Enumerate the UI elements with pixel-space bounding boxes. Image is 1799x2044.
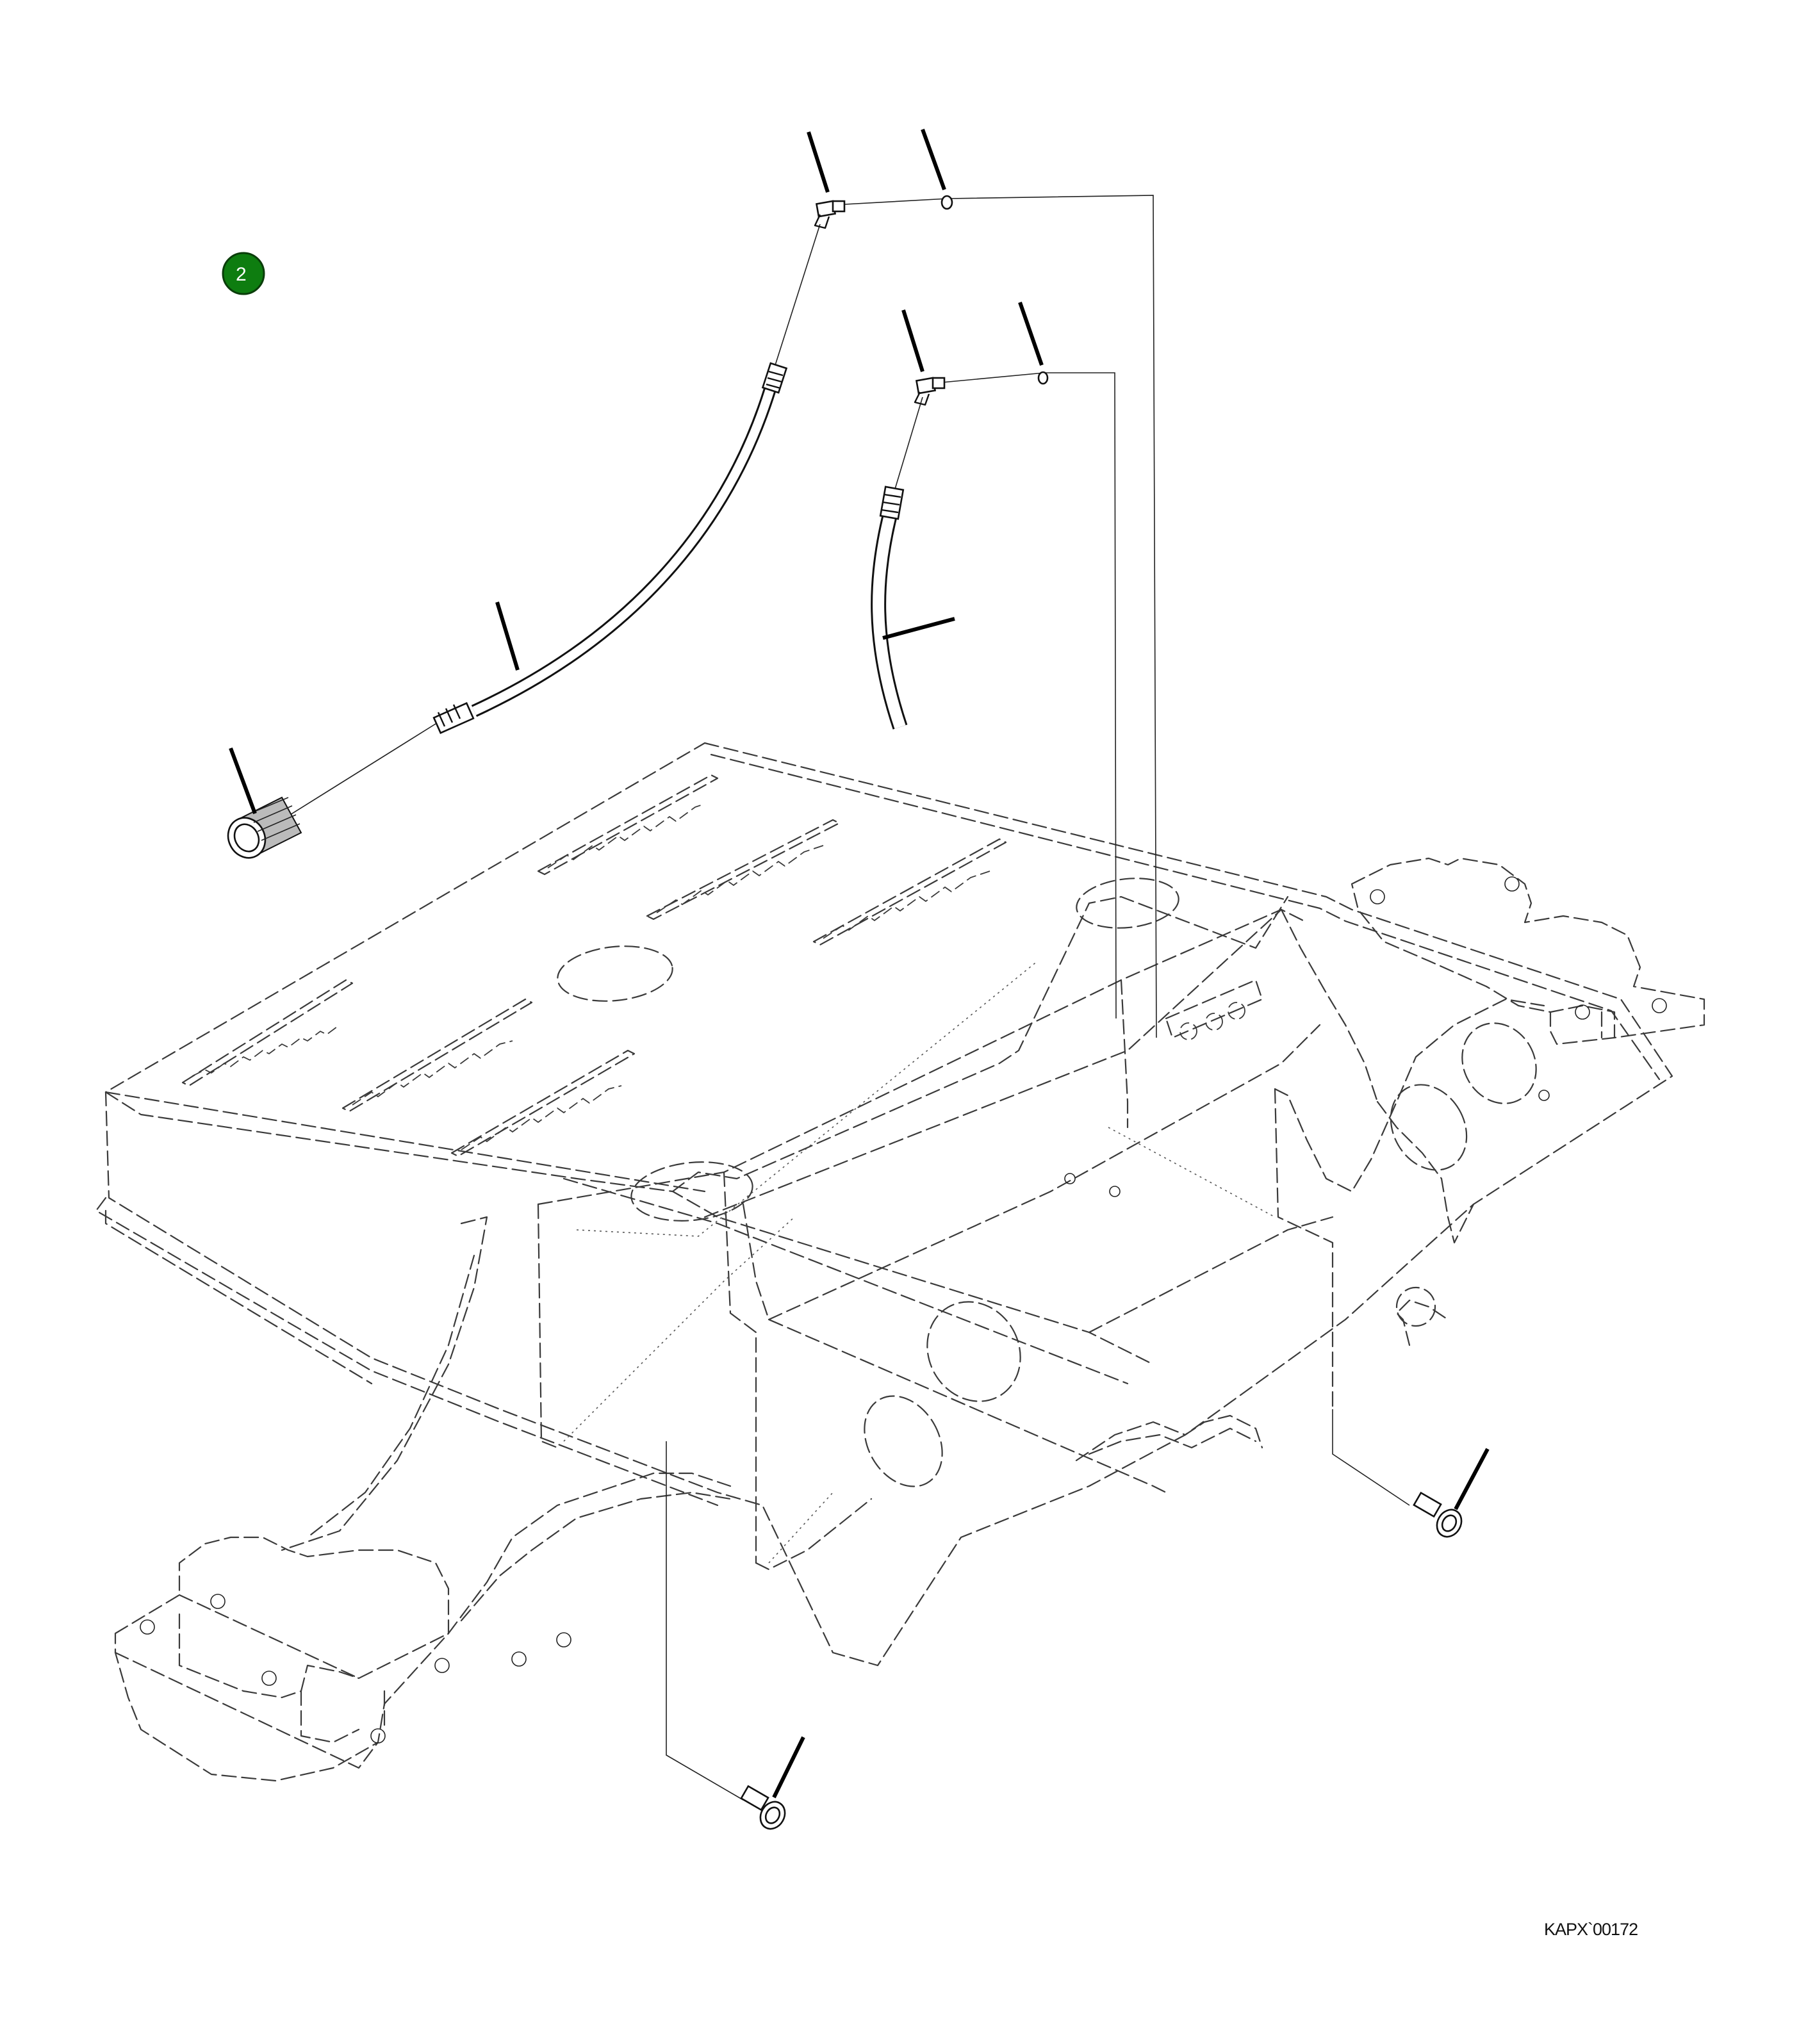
callout-leaders	[229, 128, 1490, 1799]
piping	[281, 195, 1410, 1801]
leader-short-hose	[882, 617, 955, 640]
drawing-code: KAPX`00172	[1544, 1920, 1638, 1939]
elbow-fitting-upper	[814, 200, 846, 229]
strainer	[227, 796, 302, 859]
leader-ball-upper	[921, 128, 946, 191]
callout-badge[interactable]: 2	[222, 252, 265, 295]
leader-elbow-middle	[901, 309, 924, 372]
deck-openings	[557, 878, 1537, 1487]
plug-bottom	[740, 1785, 786, 1830]
plug-right	[1413, 1491, 1463, 1538]
leader-long-hose	[495, 601, 520, 671]
leader-strainer	[229, 747, 257, 815]
deck-slots	[181, 774, 1007, 1157]
badge-circle	[222, 252, 265, 295]
short-hose	[871, 486, 908, 730]
elbow-fitting-middle	[914, 377, 946, 406]
machine-frame	[95, 742, 1705, 1782]
badge-label: 2	[236, 264, 247, 285]
bolt-holes	[140, 876, 1667, 1744]
leader-elbow-upper	[807, 131, 830, 193]
leader-plug-right	[1454, 1448, 1490, 1510]
manifold-plate	[1165, 979, 1263, 1040]
ball-check-middle	[1037, 371, 1049, 385]
leader-ball-middle	[1018, 302, 1044, 366]
long-hose	[432, 362, 788, 734]
ball-check-upper	[941, 195, 953, 210]
leader-plug-bottom	[772, 1736, 805, 1799]
